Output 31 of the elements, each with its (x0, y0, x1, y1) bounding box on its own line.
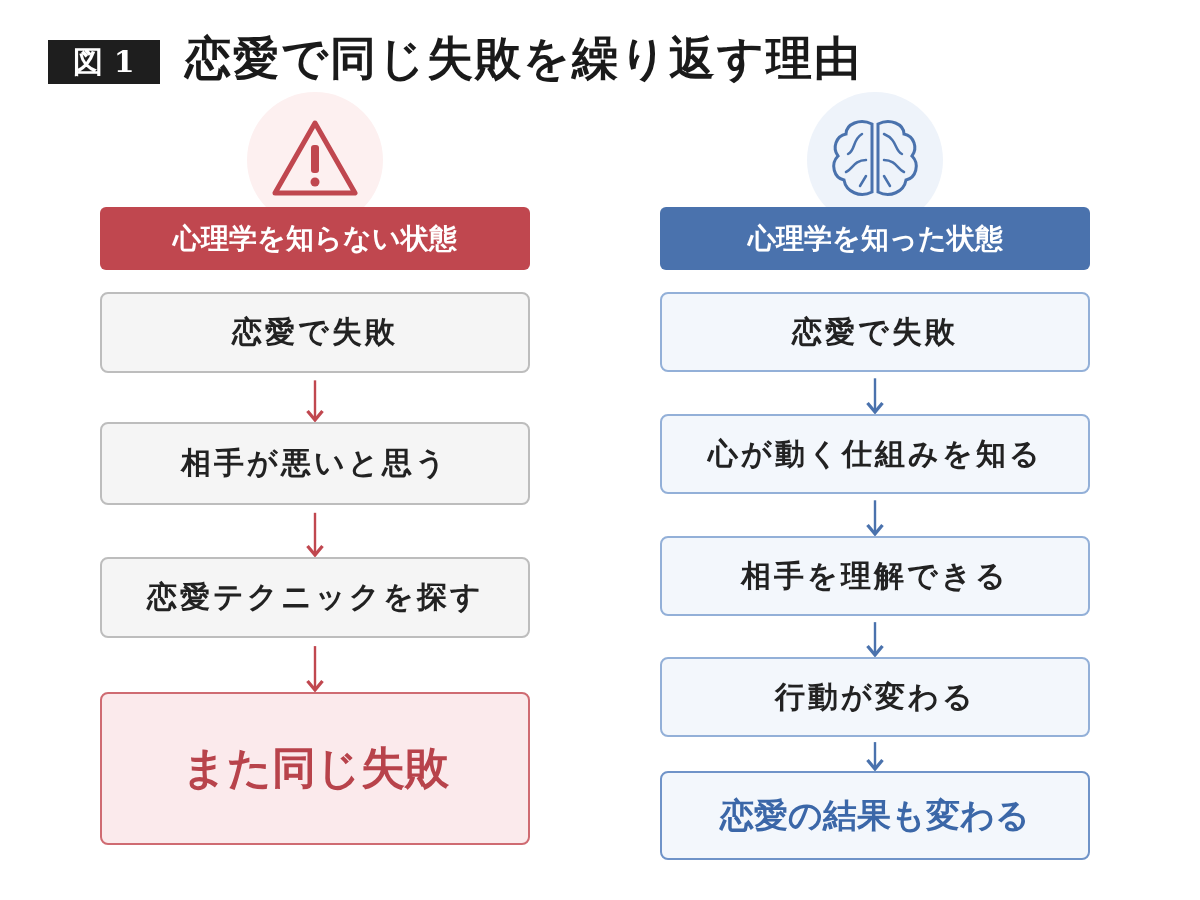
box-text: 恋愛で失敗 (792, 312, 958, 351)
process-box (660, 292, 1090, 372)
process-box (100, 422, 530, 505)
process-box (660, 536, 1090, 616)
arrow (305, 512, 325, 557)
arrow (865, 500, 885, 536)
box-text: 恋愛で失敗 (232, 313, 398, 351)
box-text: 行動が変わる (774, 677, 976, 716)
arrow (305, 380, 325, 422)
result-box (100, 692, 530, 845)
box-text: 相手を理解できる (741, 556, 1009, 595)
process-box (660, 657, 1090, 737)
box-text: また同じ失敗 (181, 741, 449, 795)
arrow (865, 742, 885, 771)
header-band (100, 207, 530, 270)
process-box (100, 292, 530, 373)
arrow (865, 378, 885, 414)
result-box (660, 771, 1090, 860)
box-text: 心が動く仕組みを知る (707, 434, 1043, 473)
process-box (660, 414, 1090, 494)
header-band (660, 207, 1090, 270)
title: 恋愛で同じ失敗を繰り返す理由 (185, 30, 862, 87)
box-text: 恋愛テクニックを探す (146, 578, 484, 616)
box-text: 恋愛の結果も変わる (720, 793, 1030, 837)
box-text: 心理学を知った状態 (747, 220, 1003, 257)
process-box (100, 557, 530, 638)
arrow (865, 622, 885, 657)
box-text: 相手が悪いと思う (181, 444, 449, 482)
box-text: 心理学を知らない状態 (173, 220, 457, 257)
arrow (305, 646, 325, 692)
figure-number: 図 1 (48, 40, 160, 84)
